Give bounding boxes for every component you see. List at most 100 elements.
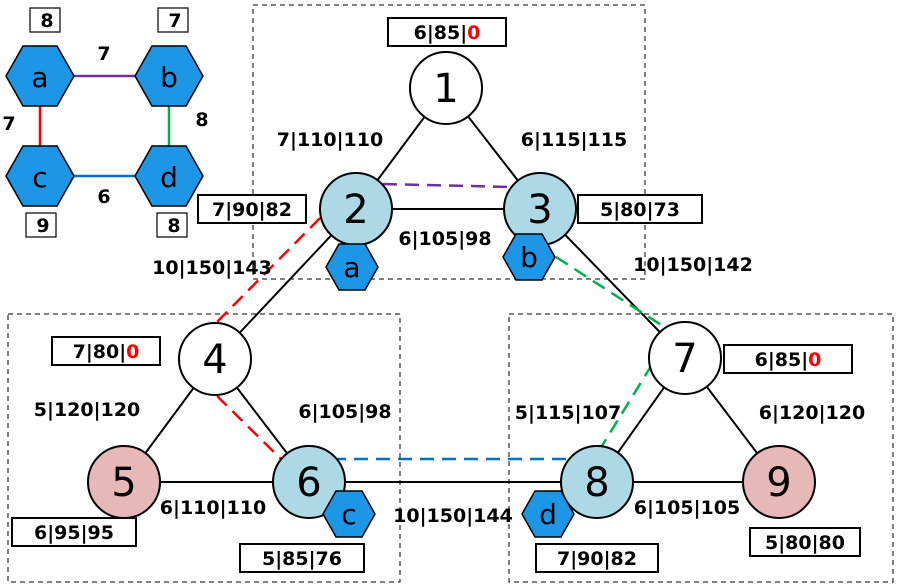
hexagon-icon bbox=[134, 145, 204, 207]
edge-label-2-4: 10|150|143 bbox=[152, 257, 272, 279]
edge-layer bbox=[123, 87, 780, 483]
box-frame bbox=[723, 344, 853, 374]
edge-label-7-8: 5|115|107 bbox=[515, 402, 621, 424]
box-frame bbox=[239, 543, 365, 573]
agent-a: a bbox=[325, 243, 379, 291]
node-box-1: 6|85|0 bbox=[387, 17, 507, 47]
node-label: 2 bbox=[343, 187, 368, 233]
agent-label: d bbox=[539, 498, 557, 531]
node-circle bbox=[272, 445, 346, 519]
box-text-main: 6|95|95 bbox=[34, 522, 114, 544]
box-frame bbox=[387, 17, 507, 47]
node-label: 3 bbox=[527, 187, 552, 233]
hexagon-icon bbox=[5, 145, 75, 207]
edge-label-4-5: 5|120|120 bbox=[34, 399, 140, 421]
edge-label-1-3: 6|115|115 bbox=[521, 129, 627, 151]
box-text-main: 7|90|82 bbox=[212, 199, 292, 221]
box-frame bbox=[51, 336, 161, 366]
legend-link-label-a-c: 7 bbox=[2, 113, 15, 135]
legend-hex-c: c bbox=[5, 145, 75, 207]
node-7: 7 bbox=[648, 321, 722, 395]
box-text-highlight: 0 bbox=[467, 22, 480, 44]
legend-hex-d: d bbox=[134, 145, 204, 207]
box-text: 7|80|0 bbox=[73, 341, 140, 363]
legend-link-label-b-d: 8 bbox=[195, 109, 208, 131]
legend-link-label-a-b: 7 bbox=[97, 43, 110, 65]
legend-hex-a: a bbox=[5, 45, 75, 107]
region-left bbox=[7, 313, 401, 583]
node-box-7: 6|85|0 bbox=[723, 344, 853, 374]
box-text: 6|95|95 bbox=[34, 522, 114, 544]
agent-label: a bbox=[343, 251, 360, 284]
node-circle bbox=[648, 321, 722, 395]
hexagon-icon bbox=[322, 490, 376, 538]
region-right bbox=[508, 313, 894, 583]
node-4: 4 bbox=[178, 322, 252, 396]
legend-hex-b: b bbox=[134, 45, 204, 107]
box-text: 5|80|80 bbox=[765, 532, 845, 554]
edge-label-1-2: 7|110|110 bbox=[277, 129, 383, 151]
legend-value-text: 8 bbox=[40, 10, 53, 32]
edge-label-4-6: 6|105|98 bbox=[298, 401, 391, 423]
regions bbox=[7, 4, 894, 583]
box-frame bbox=[535, 543, 659, 573]
legend-hex-label: b bbox=[160, 61, 178, 94]
node-circle bbox=[742, 445, 816, 519]
box-text: 7|90|82 bbox=[212, 199, 292, 221]
edge-label-3-7: 10|150|142 bbox=[633, 254, 753, 276]
node-box-8: 7|90|82 bbox=[535, 543, 659, 573]
node-label: 1 bbox=[433, 66, 458, 112]
node-box-2: 7|90|82 bbox=[197, 194, 307, 224]
legend-value-c: 9 bbox=[25, 212, 57, 238]
box-frame bbox=[577, 194, 703, 224]
box-text-main: 7|90|82 bbox=[557, 548, 637, 570]
box-text: 6|85|0 bbox=[414, 22, 481, 44]
node-box-9: 5|80|80 bbox=[749, 527, 861, 557]
box-frame bbox=[197, 194, 307, 224]
box-text-highlight: 0 bbox=[126, 341, 139, 363]
edge-label-6-8: 10|150|144 bbox=[393, 505, 513, 527]
node-circle bbox=[178, 322, 252, 396]
box-text: 6|85|0 bbox=[755, 349, 822, 371]
agent-b: b bbox=[502, 233, 556, 281]
legend-value-box bbox=[156, 212, 188, 238]
box-text-main: 5|80|73 bbox=[600, 199, 680, 221]
legend-value-text: 9 bbox=[36, 215, 49, 237]
edge-label-8-9: 6|105|105 bbox=[634, 497, 740, 519]
box-text-main: 7|80| bbox=[73, 341, 127, 363]
node-circle bbox=[409, 51, 483, 125]
box-text-main: 5|80|80 bbox=[765, 532, 845, 554]
node-box-6: 5|85|76 bbox=[239, 543, 365, 573]
node-label: 8 bbox=[584, 460, 609, 506]
box-text-main: 5|85|76 bbox=[262, 548, 342, 570]
edge-label-7-9: 6|120|120 bbox=[759, 402, 865, 424]
agent-d: d bbox=[521, 490, 575, 538]
box-text: 5|80|73 bbox=[600, 199, 680, 221]
node-box-4: 7|80|0 bbox=[51, 336, 161, 366]
box-text-highlight: 0 bbox=[808, 349, 821, 371]
node-9: 9 bbox=[742, 445, 816, 519]
box-frame bbox=[11, 517, 137, 547]
node-label: 9 bbox=[766, 460, 791, 506]
legend-hex-label: d bbox=[160, 161, 178, 194]
hexagon-icon bbox=[134, 45, 204, 107]
agent-label: c bbox=[341, 498, 356, 531]
node-1: 1 bbox=[409, 51, 483, 125]
node-label: 4 bbox=[202, 337, 227, 383]
hexagon-icon bbox=[5, 45, 75, 107]
node-2: 2 bbox=[319, 172, 393, 246]
edge-label-2-3: 6|105|98 bbox=[398, 228, 491, 250]
agent-c: c bbox=[322, 490, 376, 538]
legend-value-d: 8 bbox=[156, 212, 188, 238]
node-5: 5 bbox=[87, 445, 161, 519]
agent-layer: a b c d bbox=[322, 233, 575, 538]
legend-value-a: 8 bbox=[29, 7, 61, 33]
hexagon-icon bbox=[502, 233, 556, 281]
box-text-main: 6|85| bbox=[414, 22, 468, 44]
node-label: 5 bbox=[111, 460, 136, 506]
box-frame bbox=[749, 527, 861, 557]
